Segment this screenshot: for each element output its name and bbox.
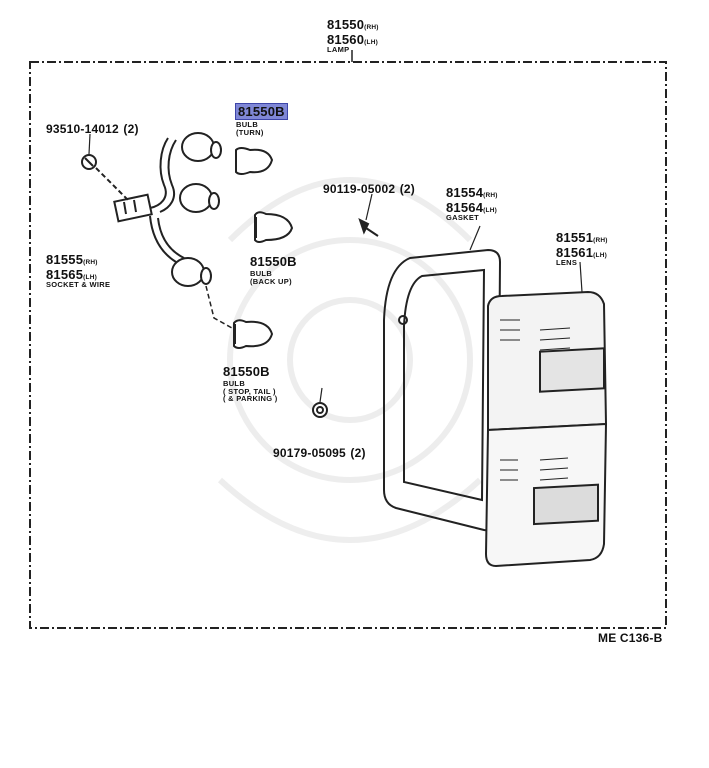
nut-qty: (2): [350, 446, 366, 460]
assembly-frame: [29, 50, 667, 629]
label-screw-90119: 90119-05002 (2): [323, 181, 415, 197]
gasket-lh-suffix: (LH): [483, 206, 497, 214]
watermark-emblem: [217, 177, 483, 543]
nut-90179[interactable]: [312, 402, 328, 418]
lamp-pn-rh: 81550: [327, 17, 365, 32]
gasket-pn-lh: 81564: [446, 199, 484, 215]
bulb-stop-desc1: ( STOP, TAIL ): [223, 386, 276, 396]
label-lamp: 81550(RH) 81560(LH) LAMP: [327, 18, 379, 54]
lens-pn-lh: 81561: [556, 244, 594, 260]
socket-name: SOCKET & WIRE: [46, 280, 111, 289]
bulb-turn-desc: (TURN): [236, 127, 264, 137]
bulb-backup-pn[interactable]: 81550B: [250, 254, 297, 269]
screw-top-pn: 93510-14012: [46, 122, 119, 136]
lamp-pn-lh: 81560: [327, 31, 365, 47]
socket-rh-suffix: (RH): [83, 259, 98, 266]
gasket-rh-suffix: (RH): [483, 192, 498, 199]
label-lens: 81551(RH) 81561(LH) LENS: [556, 231, 608, 267]
screw-90119[interactable]: [358, 218, 379, 237]
gasket-pn-rh: 81554: [446, 185, 484, 200]
diagram-code: ME C136-B: [598, 631, 663, 645]
lens-pn-rh: 81551: [556, 230, 594, 245]
lamp-rh-suffix: (RH): [364, 24, 379, 31]
bulb-turn-pn[interactable]: 81550B: [235, 103, 288, 120]
bulb-backup-name: BULB: [250, 269, 273, 278]
gasket-name: GASKET: [446, 213, 480, 222]
bulb-stop-pn[interactable]: 81550B: [223, 364, 270, 379]
lens-name: LENS: [556, 258, 578, 267]
socket-pn-rh: 81555: [46, 252, 84, 267]
label-bulb-stop: 81550B BULB ( STOP, TAIL ) ( & PARKING ): [223, 365, 278, 403]
screw-mid-pn: 90119-05002: [323, 182, 396, 196]
bulb-backup-shape[interactable]: [254, 211, 294, 243]
leader-stop-bulb: [205, 285, 233, 329]
screw-mid-qty: (2): [399, 182, 416, 196]
lamp-name: LAMP: [327, 45, 350, 54]
socket-and-wire-harness[interactable]: [113, 132, 222, 287]
bulb-stop-name: BULB: [223, 379, 246, 388]
bulb-turn-name: BULB: [236, 120, 259, 129]
lens-lh-suffix: (LH): [593, 251, 607, 259]
gasket-frame[interactable]: [383, 225, 502, 532]
bulb-backup-desc: (BACK UP): [250, 276, 292, 286]
bulb-stop-shape[interactable]: [233, 319, 274, 349]
bulb-turn-shape[interactable]: [235, 147, 274, 175]
label-bulb-backup: 81550B BULB (BACK UP): [250, 255, 297, 285]
label-socket-wire: 81555(RH) 81565(LH) SOCKET & WIRE: [46, 253, 110, 289]
lens-housing[interactable]: [484, 261, 608, 568]
nut-pn: 90179-05095: [273, 446, 346, 460]
screw-top-qty: (2): [123, 122, 139, 136]
lamp-lh-suffix: (LH): [364, 38, 378, 46]
label-screw-93510: 93510-14012 (2): [46, 121, 139, 137]
label-nut-90179: 90179-05095 (2): [273, 445, 366, 461]
lens-rh-suffix: (RH): [593, 237, 608, 244]
label-gasket: 81554(RH) 81564(LH) GASKET: [446, 186, 498, 222]
label-bulb-turn[interactable]: 81550B BULB (TURN): [235, 103, 288, 137]
leader-lines: [88, 133, 373, 403]
socket-pn-lh: 81565: [46, 266, 84, 282]
screw-93510[interactable]: [81, 154, 129, 201]
socket-lh-suffix: (LH): [83, 273, 97, 281]
bulb-stop-desc2: ( & PARKING ): [223, 394, 278, 403]
